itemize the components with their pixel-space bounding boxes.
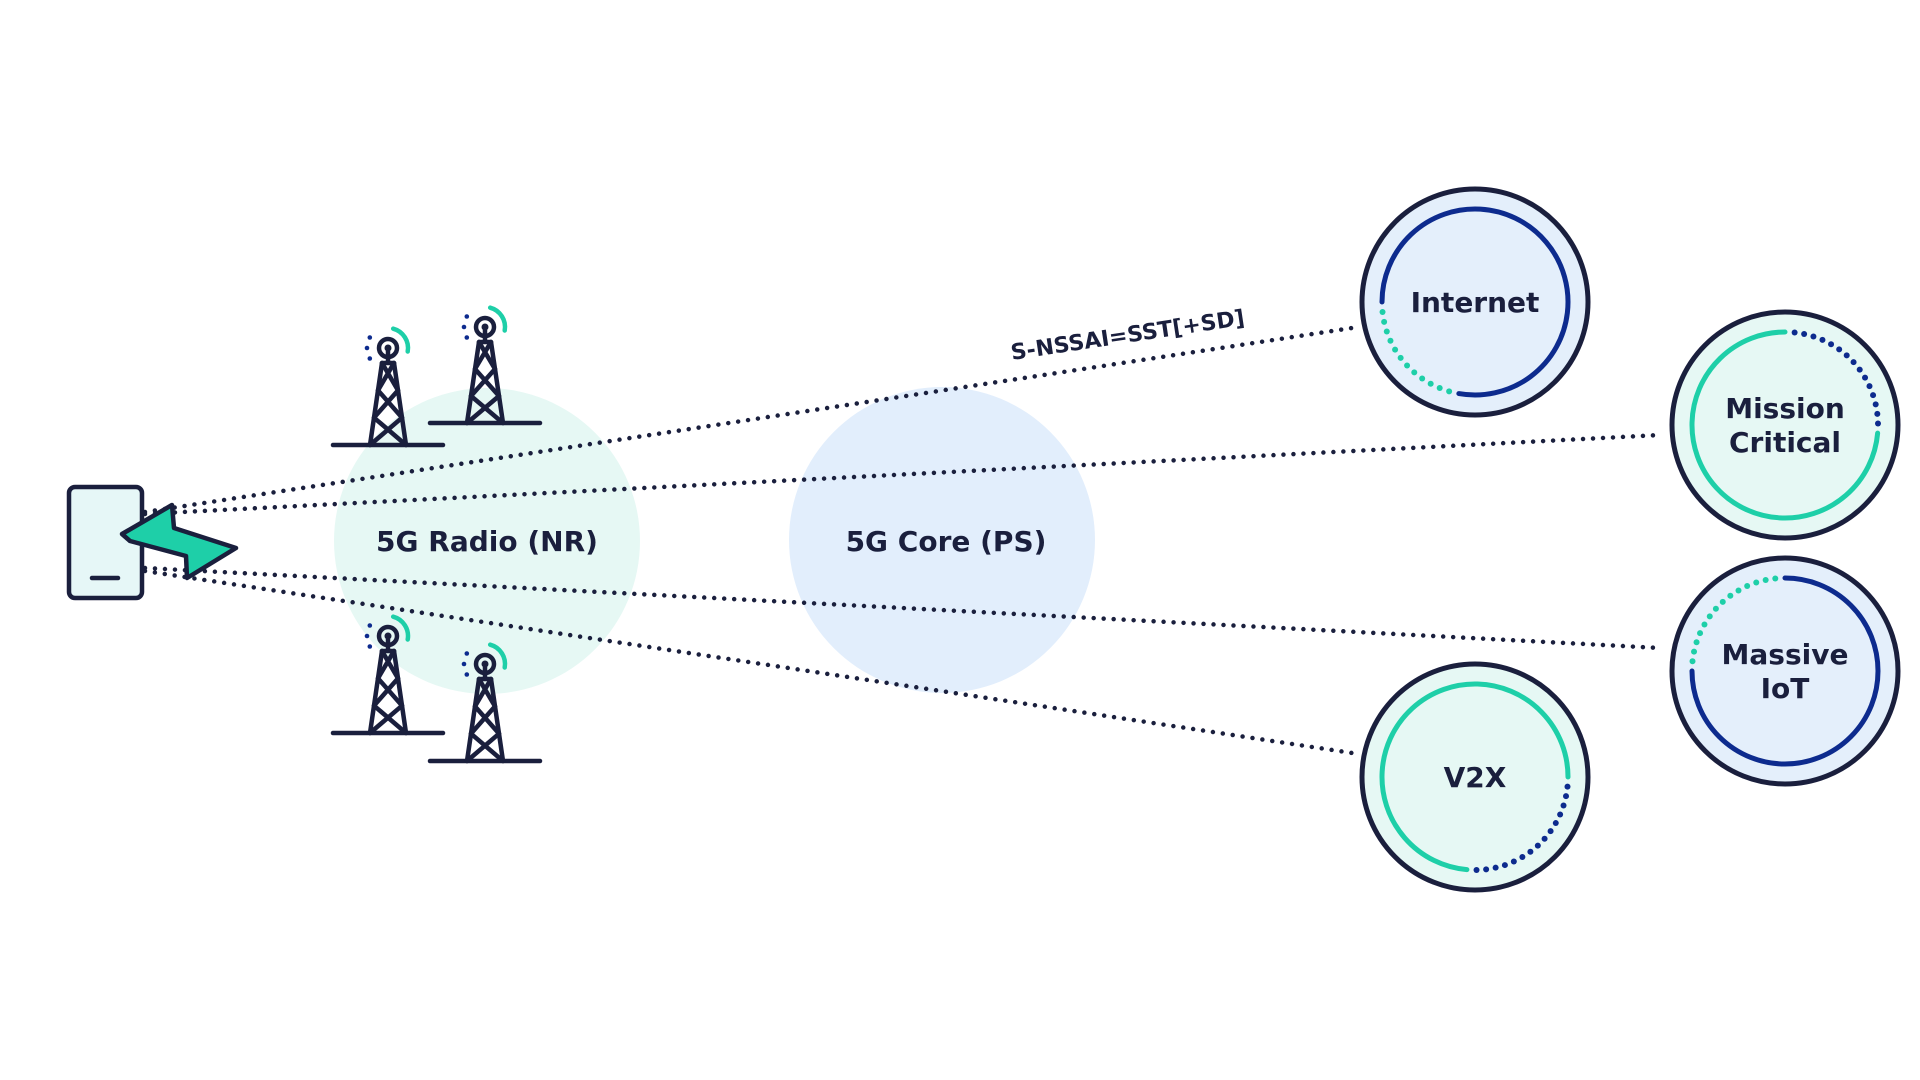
- radio-zone: [334, 388, 640, 694]
- slice-circle: [1359, 186, 1591, 418]
- slice-arc-dot: [1836, 346, 1843, 353]
- slice-label: Mission: [1725, 392, 1845, 425]
- slice-arc-dot: [1689, 658, 1696, 665]
- slice-arc-dot: [1541, 835, 1548, 842]
- cell-tower-icon: [330, 326, 446, 448]
- slice-circle: [1669, 555, 1901, 787]
- slice-arc-dot: [1510, 858, 1517, 865]
- slice-v2x: V2X: [1359, 661, 1591, 893]
- slice-arc-dot: [1501, 862, 1508, 869]
- link-massive-iot: [142, 565, 1663, 651]
- slice-arc-dot: [1557, 811, 1564, 818]
- slice-arc-dot: [1874, 410, 1881, 417]
- slice-arc-dot: [1856, 366, 1863, 373]
- slice-arc-dot: [1446, 388, 1453, 395]
- link-internet: [142, 325, 1355, 515]
- slice-arc-dot: [1527, 848, 1534, 855]
- core-zone-label: 5G Core (PS): [846, 525, 1047, 558]
- slice-arc-dot: [1753, 579, 1760, 586]
- slice-arc-dot: [1819, 336, 1826, 343]
- slice-arc-dot: [1693, 639, 1700, 646]
- slice-arc-dot: [1735, 587, 1742, 594]
- slice-arc-dot: [1697, 630, 1704, 637]
- slice-circle: [1359, 661, 1591, 893]
- slice-arc-dot: [1397, 354, 1404, 361]
- slice-arc-dot: [1519, 854, 1526, 861]
- slice-label: V2X: [1444, 761, 1507, 794]
- cell-tower-icon: [427, 305, 543, 426]
- slice-arc-dot: [1419, 375, 1426, 382]
- slice-arc-dot: [1392, 346, 1399, 353]
- slice-arc-dot: [1870, 392, 1877, 399]
- slice-arc-dot: [1843, 352, 1850, 359]
- slice-arc-dot: [1828, 341, 1835, 348]
- slice-arc-dot: [1872, 401, 1879, 408]
- slice-arc-dot: [1706, 613, 1713, 620]
- slice-capacity-arc: [1689, 575, 1881, 767]
- slice-arc-dot: [1801, 330, 1808, 337]
- slice-arc-dot: [1383, 328, 1390, 335]
- slice-label: Massive: [1722, 638, 1849, 671]
- slice-capacity-arc: [1379, 681, 1571, 873]
- slice-arc-dot: [1701, 621, 1708, 628]
- slice-arc-dot: [1473, 866, 1480, 873]
- slice-arc-dot: [1727, 592, 1734, 599]
- slice-arc-dot: [1436, 385, 1443, 392]
- slice-arc-dot: [1564, 783, 1571, 790]
- slice-arc-dot: [1874, 420, 1881, 427]
- signal-wave-icon: [487, 642, 508, 670]
- lightning-bolt-icon: [119, 502, 239, 581]
- slice-arc-dot: [1552, 820, 1559, 827]
- link-mission-critical: [142, 432, 1663, 517]
- radio-zone-label: 5G Radio (NR): [376, 525, 598, 558]
- cell-towers: [330, 305, 543, 764]
- s-nssai-label: S-NSSAI=SST[+SD]: [1009, 306, 1246, 366]
- slice-arc-dot: [1691, 648, 1698, 655]
- slice-arc-dot: [1850, 359, 1857, 366]
- cell-tower-icon: [427, 642, 543, 764]
- slice-arc-dot: [1381, 318, 1388, 325]
- slice-arc-dot: [1483, 866, 1490, 873]
- slice-label: IoT: [1761, 672, 1810, 705]
- slice-arc-dot: [1810, 333, 1817, 340]
- core-zone: [789, 387, 1095, 693]
- slice-arc-dot: [1563, 793, 1570, 800]
- slice-arc-dot: [1387, 337, 1394, 344]
- slice-capacity-arc: [1689, 329, 1881, 521]
- slice-circle: [1669, 309, 1901, 541]
- link-v2x: [142, 568, 1355, 756]
- slice-arc-dot: [1560, 802, 1567, 809]
- slice-arc-dot: [1534, 842, 1541, 849]
- slice-arc-dot: [1862, 374, 1869, 381]
- slice-arc-dot: [1866, 383, 1873, 390]
- slice-internet: Internet: [1359, 186, 1591, 418]
- slice-arc-dot: [1744, 583, 1751, 590]
- slice-label: Critical: [1729, 426, 1841, 459]
- slice-arc-dot: [1547, 828, 1554, 835]
- slice-links: [142, 325, 1663, 756]
- slice-arc-dot: [1492, 864, 1499, 871]
- signal-wave-icon: [390, 326, 411, 354]
- slice-arc-dot: [1411, 369, 1418, 376]
- slice-arc-dot: [1762, 577, 1769, 584]
- slice-arc-dot: [1772, 575, 1779, 582]
- slice-arc-dot: [1719, 598, 1726, 605]
- slice-arc-dot: [1379, 308, 1386, 315]
- cell-tower-icon: [330, 614, 446, 736]
- slice-arc-dot: [1791, 329, 1798, 336]
- slice-arc-dot: [1712, 605, 1719, 612]
- slice-capacity-arc: [1379, 206, 1571, 398]
- slice-arc-dot: [1427, 380, 1434, 387]
- signal-wave-icon: [487, 305, 508, 333]
- slice-arc-dot: [1404, 362, 1411, 369]
- slice-label: Internet: [1411, 286, 1540, 319]
- signal-wave-icon: [390, 614, 411, 642]
